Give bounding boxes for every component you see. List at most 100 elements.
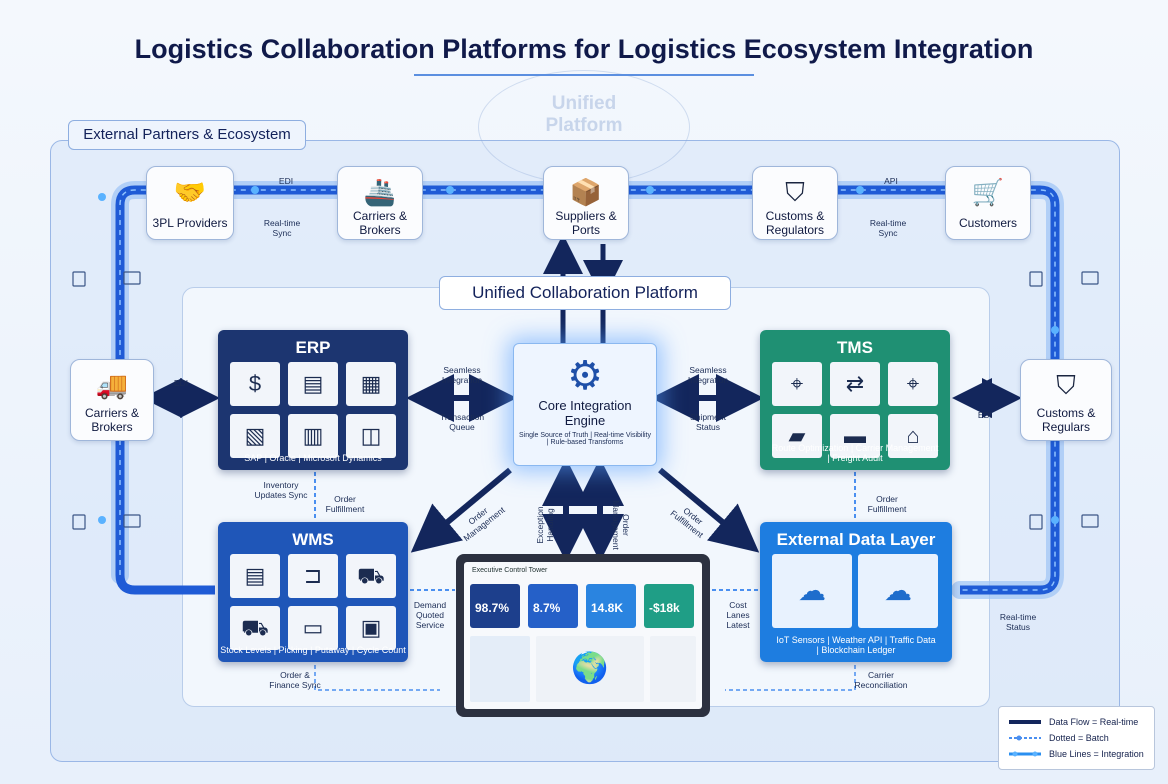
money-icon: $ [230,362,280,406]
stamp-icon: ⛉ [1056,370,1076,400]
platform-label: Unified Collaboration Platform [439,276,731,310]
kpi-tile: 8.7% [528,584,578,628]
legend-label: Blue Lines = Integration [1049,749,1144,759]
warehouse-icon: ⌂ [888,414,938,458]
ecosystem-label: External Partners & Ecosystem [68,120,306,150]
legend-swatch-solid [1009,720,1041,724]
page-title: Logistics Collaboration Platforms for Lo… [134,34,1034,64]
wms-title: WMS [292,530,334,549]
scanner-icon: ⊐ [288,554,338,598]
connector-label-erp-wms-left: Inventory Updates Sync [254,480,308,500]
connector-label-ext-below: Carrier Reconciliation [854,670,908,690]
kpi-tile: 14.8K [586,584,636,628]
handshake-icon: 🤝 [173,177,207,207]
node-carriers-brokers-left[interactable]: 🚚 Carriers & Brokers [70,359,154,441]
boxes-icon: 📦 [569,177,603,207]
node-label: Customs & Regulators [765,209,825,237]
stamp-icon: ⛉ [785,177,805,207]
truck-icon: ▬ [830,414,880,458]
node-suppliers-ports[interactable]: 📦 Suppliers & Ports [543,166,629,240]
node-customs-regulators-top[interactable]: ⛉ Customs & Regulators [752,166,838,240]
core-subtitle: Single Source of Truth | Real-time Visib… [518,432,652,446]
erp-footer: SAP | Oracle | Microsoft Dynamics [244,453,382,463]
connector-label-erp-wms-right: Order Fulfillment [325,494,365,514]
tms-panel[interactable]: TMS ⌖ ⇄ ⌖ ▰ ▬ ⌂ Route Optimization | Car… [760,330,950,470]
node-label: Suppliers & Ports [555,209,617,237]
flow-label-left-edi: EDI [173,378,189,388]
node-label: Carriers & Brokers [84,406,139,434]
connector-label-wms-dash: Demand Quoted Service [413,600,447,630]
bins-icon: ▭ [288,606,338,650]
legend: Data Flow = Real-time Dotted = Batch Blu… [998,706,1155,770]
shelving-icon: ▤ [230,554,280,598]
node-label: Customs & Regulars [1036,406,1096,434]
control-tower-dashboard[interactable]: Executive Control Tower 98.7% 8.7% 14.8K… [456,554,710,717]
dashboard-header: Executive Control Tower [472,567,548,574]
box-icon: ◫ [346,414,396,458]
flow-label-realtime-sync-1: Real-time Sync [263,218,301,238]
legend-swatch-dotted [1009,735,1041,741]
wms-footer: Stock Levels | Picking | Putaway | Cycle… [220,645,406,655]
node-label: 3PL Providers [152,216,228,230]
erp-title: ERP [295,338,331,357]
legend-item: Blue Lines = Integration [1007,747,1152,761]
dashboard-screen: Executive Control Tower 98.7% 8.7% 14.8K… [464,562,702,709]
connector-label-erp-core: Seamless Integration [441,365,483,385]
flow-label-realtime-sync-2: Real-time Sync [869,218,907,238]
world-map: 🌍 [536,636,644,702]
invoice-icon: ▧ [230,414,280,458]
tms-footer: Route Optimization | Carrier Management … [771,443,939,463]
legend-swatch-blue [1009,751,1041,757]
connector-label-core-dash-1: Exception Handling [535,506,555,544]
watermark: Unified Platform [478,70,690,184]
pin-icon: ⌖ [888,362,938,406]
truck-icon: 🚚 [95,370,129,400]
watermark-line1: Unified [551,93,617,114]
cart-icon: 🛒 [971,177,1005,207]
node-label: Customers [958,216,1017,230]
core-integration-engine[interactable]: ⚙ Core Integration Engine Single Source … [513,343,657,466]
forklift-icon: ⛟ [230,606,280,650]
node-label: Carriers & Brokers [352,209,407,237]
file-icon: ▥ [288,414,338,458]
legend-label: Data Flow = Real-time [1049,717,1139,727]
route-icon: ⌖ [772,362,822,406]
crates-icon: ▣ [346,606,396,650]
connector-label-core-tms: Seamless Integration [687,365,729,385]
node-3pl-providers[interactable]: 🤝 3PL Providers [146,166,234,240]
wms-panel[interactable]: WMS ▤ ⊐ ⛟ ⛟ ▭ ▣ Stock Levels | Picking |… [218,522,408,662]
cloud-upload-icon: ☁ [772,554,852,628]
node-carriers-brokers-top[interactable]: 🚢 Carriers & Brokers [337,166,423,240]
node-customers[interactable]: 🛒 Customers [945,166,1031,240]
erp-panel[interactable]: ERP $ ▤ ▦ ▧ ▥ ◫ SAP | Oracle | Microsoft… [218,330,408,470]
dashboard-list [650,636,696,702]
flow-label-real-time-status: Real-time Status [999,612,1037,632]
external-data-footer: IoT Sensors | Weather API | Traffic Data… [776,635,936,655]
connector-label-erp-core-below: Transaction Queue [439,412,485,432]
connector-label-core-dash-2: Order Management [611,500,631,550]
connector-label-tms-ext: Order Fulfillment [867,494,907,514]
clipboard-icon: ▦ [346,362,396,406]
truck-icon: ▰ [772,414,822,458]
connector-label-dash-ext: Cost Lanes Latest [726,600,750,630]
connector-label-core-tms-below: Shipment Status [690,412,726,432]
gear-plug-icon: ⚙ [567,354,603,398]
tms-title: TMS [837,338,873,357]
kpi-tile: 98.7% [470,584,520,628]
dashboard-map-chart [470,636,530,702]
flow-label-edi: EDI [278,176,294,186]
legend-item: Dotted = Batch [1007,731,1152,745]
ship-icon: 🚢 [363,177,397,207]
cloud-upload-icon: ☁ [858,554,938,628]
kpi-value: 14.8K [591,601,624,615]
legend-item: Data Flow = Real-time [1007,715,1152,729]
node-customs-regulars-right[interactable]: ⛉ Customs & Regulars [1020,359,1112,441]
forklift-icon: ⛟ [346,554,396,598]
external-data-panel[interactable]: External Data Layer ☁ ☁ IoT Sensors | We… [760,522,952,662]
flow-label-right-edi: EDI [977,410,993,420]
flow-label-api: API [884,176,898,186]
kpi-tile: -$18k [644,584,694,628]
title-underline [414,74,754,76]
delivery-icon: ⇄ [830,362,880,406]
